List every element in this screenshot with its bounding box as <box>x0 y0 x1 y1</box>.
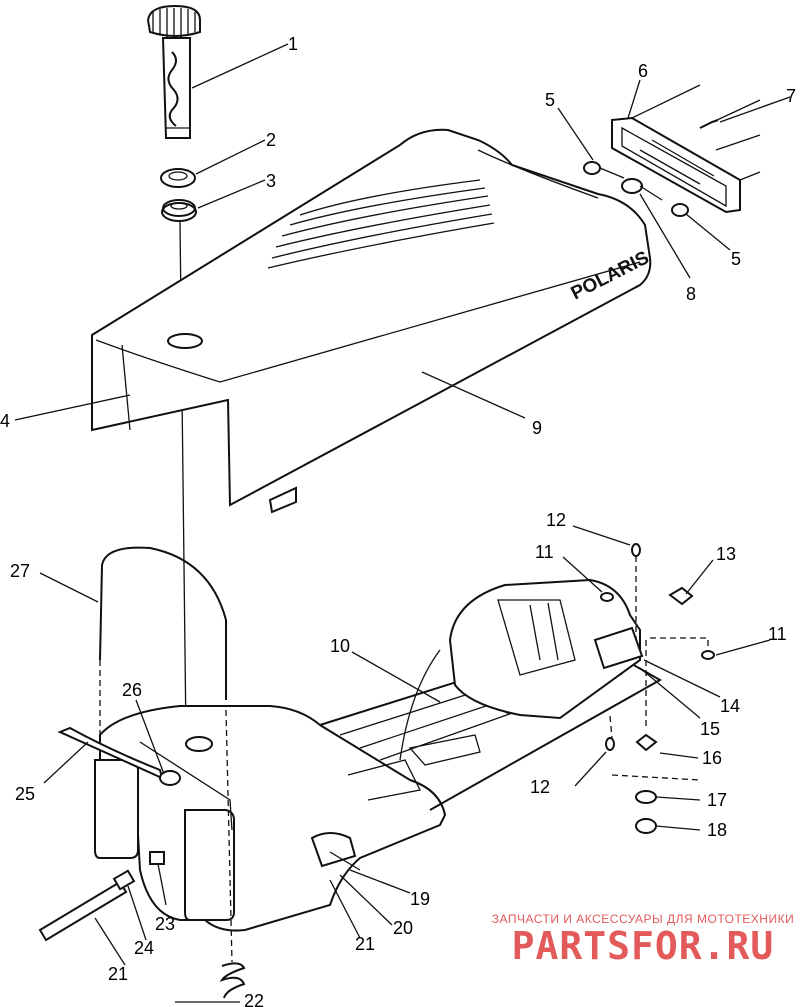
callout-10: 10 <box>330 636 350 656</box>
pin-part <box>631 543 641 557</box>
leader-lines <box>14 43 791 1003</box>
watermark-site: PARTSFOR.RU <box>511 924 775 968</box>
seat-part <box>91 128 652 514</box>
vent-hose-part <box>57 726 164 780</box>
clip-part <box>600 592 614 602</box>
fitting-part <box>149 851 165 865</box>
clip-part <box>701 650 715 660</box>
callout-12: 12 <box>546 510 566 530</box>
callout-9: 9 <box>532 418 542 438</box>
callout-23: 23 <box>155 914 175 934</box>
callout-14: 14 <box>720 696 740 716</box>
callout-2: 2 <box>266 130 276 150</box>
callout-11: 11 <box>768 624 787 644</box>
grommet-part <box>635 733 658 752</box>
callout-19: 19 <box>410 889 430 909</box>
watermark-tagline: ЗАПЧАСТИ И АКСЕССУАРЫ ДЛЯ МОТОТЕХНИКИ <box>491 912 795 926</box>
fuel-line-part <box>38 880 128 942</box>
taillight-assembly <box>583 84 761 217</box>
fitting-part <box>159 770 181 786</box>
callout-25: 25 <box>15 784 35 804</box>
callout-labels: 1 2 3 4 5 5 6 7 8 9 10 11 11 12 12 13 14… <box>0 34 796 1007</box>
grommet-part <box>161 199 197 222</box>
nut-part <box>635 818 657 834</box>
pin-part <box>605 737 615 751</box>
washer-part <box>635 790 657 804</box>
callout-5: 5 <box>545 90 555 110</box>
callout-21: 21 <box>108 964 128 984</box>
callout-27: 27 <box>10 561 30 581</box>
callout-7: 7 <box>786 86 796 106</box>
socket-part <box>671 203 689 217</box>
strap-part <box>99 546 227 700</box>
callout-26: 26 <box>122 680 142 700</box>
callout-24: 24 <box>134 938 154 958</box>
connector-part <box>668 586 694 606</box>
hardware-parts <box>600 543 715 834</box>
callout-12: 12 <box>530 777 550 797</box>
callout-1: 1 <box>288 34 298 54</box>
callout-6: 6 <box>638 61 648 81</box>
callout-11: 11 <box>535 542 554 562</box>
clamp-part <box>112 869 136 891</box>
bulb-part <box>621 178 643 194</box>
callout-21: 21 <box>355 934 375 954</box>
spring-part <box>219 962 246 999</box>
callout-22: 22 <box>244 991 264 1007</box>
socket-part <box>583 161 601 175</box>
watermark: ЗАПЧАСТИ И АКСЕССУАРЫ ДЛЯ МОТОТЕХНИКИ PA… <box>486 912 800 968</box>
callout-13: 13 <box>716 544 736 564</box>
callout-5: 5 <box>731 249 741 269</box>
callout-16: 16 <box>702 748 722 768</box>
fuel-tank-part <box>94 705 447 932</box>
callout-4: 4 <box>0 411 10 431</box>
washer-part <box>160 168 196 188</box>
callout-17: 17 <box>707 790 727 810</box>
callout-20: 20 <box>393 918 413 938</box>
callout-18: 18 <box>707 820 727 840</box>
callout-8: 8 <box>686 284 696 304</box>
callout-15: 15 <box>700 719 720 739</box>
callout-3: 3 <box>266 171 276 191</box>
battery-box-part <box>448 578 644 720</box>
fuel-cap-part <box>146 4 201 139</box>
